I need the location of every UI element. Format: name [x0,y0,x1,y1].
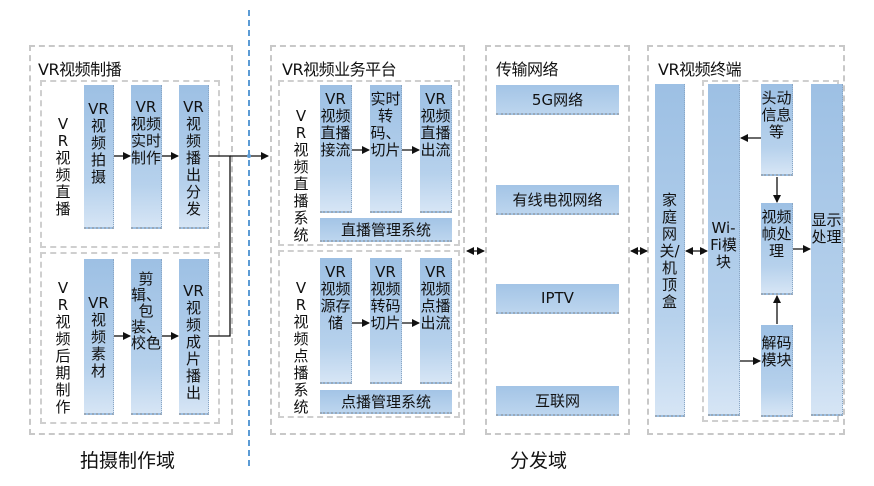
platform-vod-subgroup [278,250,460,418]
decode-module: 解码模块 [761,325,793,417]
home-gateway-stb: 家庭网关/机顶盒 [655,84,685,417]
network-group [485,45,630,435]
platform-live-step-2: 实时转码、切片 [370,85,402,213]
capture-post-step-3: VR视频成片播出 [179,259,209,415]
capture-live-step-2: VR视频实时制作 [131,85,162,229]
platform-group [270,45,465,435]
network-item-internet: 互联网 [496,386,619,416]
distribution-domain-label: 分发域 [510,450,568,472]
capture-live-subgroup [40,80,220,248]
capture-live-step-3: VR视频播出分发 [179,85,209,229]
network-item-iptv: IPTV [496,284,619,314]
platform-vod-step-2: VR视频转码切片 [370,258,402,384]
network-item-5g: 5G网络 [496,85,619,115]
platform-vod-label: VR视频点播系统 [293,279,309,416]
capture-group [29,45,233,435]
video-frame-processing: 视频帧处理 [761,203,793,295]
capture-post-label: VR视频后期制作 [55,279,71,416]
capture-post-step-1: VR视频素材 [84,259,114,415]
capture-live-step-1: VR视频拍摄 [84,85,114,229]
platform-title: VR视频业务平台 [282,60,397,79]
head-motion-info: 头动信息等 [761,84,793,176]
connector-capture-merge [209,155,231,337]
platform-vod-step-3: VR视频点播出流 [420,258,452,384]
capture-title: VR视频制播 [38,60,122,79]
platform-live-subgroup [278,80,460,246]
terminal-group [647,45,845,435]
live-management-system: 直播管理系统 [320,218,452,242]
wifi-module: Wi-Fi模块 [708,84,740,416]
network-item-cable-tv: 有线电视网络 [496,185,619,215]
display-processing: 显示处理 [811,84,843,416]
divider-junction [247,154,251,158]
capture-post-subgroup [40,252,220,424]
platform-live-step-1: VR视频直播接流 [320,85,352,213]
terminal-title: VR视频终端 [658,60,742,79]
vod-management-system: 点播管理系统 [320,390,452,414]
network-title: 传输网络 [496,60,559,79]
capture-domain-label: 拍摄制作域 [80,450,176,472]
platform-vod-step-1: VR视频源存储 [320,258,352,384]
platform-live-step-3: VR视频直播出流 [420,85,452,213]
platform-live-label: VR视频直播系统 [293,107,309,244]
capture-post-step-2: 剪辑、包装、校色 [131,259,162,415]
capture-live-label: VR视频直播 [55,115,71,218]
